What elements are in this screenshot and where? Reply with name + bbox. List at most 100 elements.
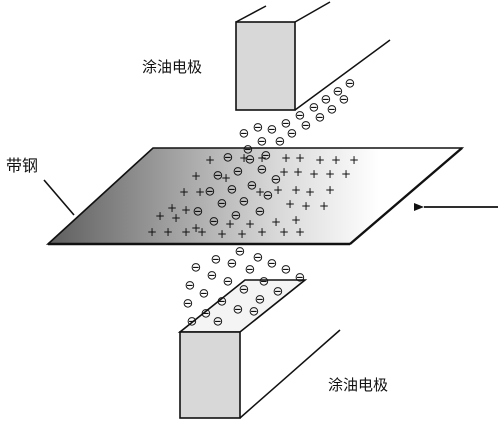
negative-charge: ⊖ [247, 179, 258, 194]
positive-charge: + [255, 185, 265, 199]
positive-charge: + [279, 165, 289, 179]
negative-charge: ⊖ [227, 183, 238, 198]
negative-charge: ⊖ [267, 123, 278, 138]
positive-charge: + [191, 221, 201, 235]
negative-charge: ⊖ [205, 185, 216, 200]
positive-charge: + [257, 151, 267, 165]
bottom-electrode-label: 涂油电极 [328, 376, 389, 394]
negative-charge: ⊖ [253, 121, 264, 136]
negative-charge: ⊖ [245, 153, 256, 168]
positive-charge: + [291, 213, 301, 227]
negative-charge: ⊖ [263, 189, 274, 204]
positive-charge: + [245, 217, 255, 231]
positive-charge: + [295, 225, 305, 239]
negative-charge: ⊖ [301, 119, 312, 134]
negative-charge: ⊖ [273, 285, 284, 300]
steel-strip-label: 带钢 [6, 156, 39, 175]
positive-charge: + [205, 153, 215, 167]
negative-charge: ⊖ [281, 263, 292, 278]
negative-charge: ⊖ [281, 117, 292, 132]
positive-charge: + [195, 185, 205, 199]
positive-charge: + [281, 151, 291, 165]
negative-charge: ⊖ [315, 111, 326, 126]
positive-charge: + [197, 225, 207, 239]
negative-charge: ⊖ [223, 151, 234, 166]
negative-charge: ⊖ [275, 135, 286, 150]
negative-charge: ⊖ [321, 93, 332, 108]
positive-charge: + [305, 185, 315, 199]
positive-charge: + [295, 151, 305, 165]
negative-charge: ⊖ [255, 293, 266, 308]
positive-charge: + [163, 225, 173, 239]
bottom-electrode-face [179, 331, 241, 419]
negative-charge: ⊖ [243, 143, 254, 158]
positive-charge: + [217, 227, 227, 241]
positive-charge: + [171, 211, 181, 225]
positive-charge: + [181, 203, 191, 217]
negative-charge: ⊖ [235, 245, 246, 260]
positive-charge: + [341, 167, 351, 181]
top-electrode-label: 涂油电极 [142, 58, 203, 76]
negative-charge: ⊖ [255, 205, 266, 220]
negative-charge: ⊖ [239, 283, 250, 298]
negative-charge: ⊖ [185, 279, 196, 294]
negative-charge: ⊖ [213, 315, 224, 330]
positive-charge: + [315, 153, 325, 167]
negative-charge: ⊖ [267, 257, 278, 272]
positive-charge: + [237, 227, 247, 241]
positive-charge: + [319, 199, 329, 213]
top-electrode [235, 1, 391, 111]
positive-charge: + [239, 151, 249, 165]
positive-charge: + [285, 197, 295, 211]
negative-charge: ⊖ [261, 149, 272, 164]
negative-charge: ⊖ [257, 163, 268, 178]
positive-charge: + [349, 153, 359, 167]
negative-charges-below: ⊖⊖⊖⊖⊖⊖⊖⊖⊖⊖⊖⊖⊖⊖⊖⊖⊖⊖⊖⊖⊖⊖⊖⊖ [183, 245, 306, 330]
negative-charge: ⊖ [183, 297, 194, 312]
positive-charge: + [273, 183, 283, 197]
positive-charge: + [155, 209, 165, 223]
negative-charge: ⊖ [223, 275, 234, 290]
positive-charge: + [191, 169, 201, 183]
positive-charge: + [225, 217, 235, 231]
positive-charge: + [309, 167, 319, 181]
negative-charge: ⊖ [193, 205, 204, 220]
negative-charge: ⊖ [233, 303, 244, 318]
negative-charge: ⊖ [253, 251, 264, 266]
negative-charge: ⊖ [339, 93, 350, 108]
negative-charge: ⊖ [239, 127, 250, 142]
positive-charge: + [221, 171, 231, 185]
negative-charge: ⊖ [345, 77, 356, 92]
negative-charge: ⊖ [295, 271, 306, 286]
negative-charge: ⊖ [245, 263, 256, 278]
negative-charge: ⊖ [239, 195, 250, 210]
positive-charge: + [279, 225, 289, 239]
positive-charge: + [331, 153, 341, 167]
positive-charge: + [257, 225, 267, 239]
negative-charge: ⊖ [213, 169, 224, 184]
positive-charge: + [325, 167, 335, 181]
negative-charge: ⊖ [199, 287, 210, 302]
negative-charge: ⊖ [217, 295, 228, 310]
negative-charge: ⊖ [295, 109, 306, 124]
positive-charges-on-strip: ++++++++++++++++++++++++++++++++++++++++… [147, 151, 359, 241]
negative-charge: ⊖ [227, 257, 238, 272]
bottom-electrode [177, 279, 341, 419]
negative-charge: ⊖ [327, 103, 338, 118]
negative-charge: ⊖ [207, 269, 218, 284]
negative-charge: ⊖ [249, 305, 260, 320]
positive-charge: + [301, 199, 311, 213]
top-electrode-edge [294, 1, 331, 23]
positive-charge: + [291, 183, 301, 197]
positive-charge: + [293, 165, 303, 179]
positive-charge: + [179, 185, 189, 199]
negative-charges-above: ⊖⊖⊖⊖⊖⊖⊖⊖⊖⊖⊖⊖⊖⊖⊖⊖⊖⊖⊖⊖⊖⊖⊖⊖⊖⊖⊖⊖⊖⊖⊖⊖⊖⊖ [193, 77, 356, 230]
negative-charge: ⊖ [287, 127, 298, 142]
negative-charge: ⊖ [257, 135, 268, 150]
strip-label-leader [43, 179, 75, 216]
negative-charge: ⊖ [259, 275, 270, 290]
steel-strip-side-edge [349, 147, 463, 245]
negative-charge: ⊖ [209, 215, 220, 230]
positive-charge: + [325, 183, 335, 197]
